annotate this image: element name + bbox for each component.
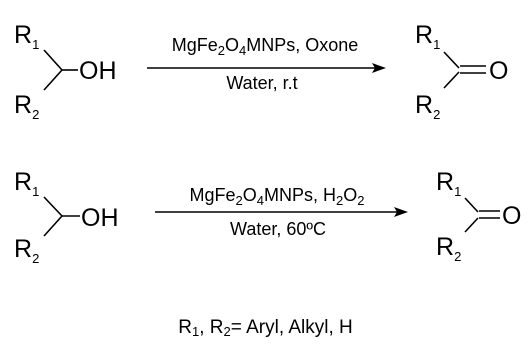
product-1-bond-r1 xyxy=(443,51,460,69)
arrow-1: MgFe2O4MNPs, Oxone Water, r.t xyxy=(147,35,386,93)
arrow-1-conditions-bottom: Water, r.t xyxy=(226,73,297,93)
reaction-2: R1 R2 OH MgFe2O4MNPs, H2O2 Water, 60ºC R… xyxy=(14,168,521,266)
reactant-1-r1: R1 xyxy=(14,21,39,52)
reactant-1-r2: R2 xyxy=(14,91,39,122)
reactant-2-bond-r2 xyxy=(43,215,63,237)
reactant-1-bond-r1 xyxy=(43,49,63,71)
reactant-2: R1 R2 OH xyxy=(14,168,119,266)
reactant-2-r1: R1 xyxy=(14,168,39,199)
product-2: R1 R2 O xyxy=(436,168,521,264)
product-2-bond-r2 xyxy=(464,217,479,233)
product-2-r2: R2 xyxy=(436,233,461,264)
reactant-1-bond-r2 xyxy=(43,69,63,91)
product-2-bond-r1 xyxy=(464,197,479,213)
product-2-r1: R1 xyxy=(436,168,461,199)
reactant-2-oh: OH xyxy=(81,204,119,232)
product-1-oxygen: O xyxy=(489,57,508,85)
arrow-1-head xyxy=(372,63,386,73)
arrow-2-head xyxy=(394,207,408,217)
product-2-oxygen: O xyxy=(502,202,521,230)
product-1: R1 R2 O xyxy=(415,21,508,122)
reactant-2-r2: R2 xyxy=(14,235,39,266)
arrow-1-conditions-top: MgFe2O4MNPs, Oxone xyxy=(172,35,359,58)
reactant-2-bond-r1 xyxy=(43,196,63,217)
arrow-2-conditions-bottom: Water, 60ºC xyxy=(230,219,326,239)
substituent-legend: R1, R2= Aryl, Alkyl, H xyxy=(178,317,353,339)
arrow-2-conditions-top: MgFe2O4MNPs, H2O2 xyxy=(190,185,365,208)
reactant-1: R1 R2 OH xyxy=(14,21,117,122)
product-1-r2: R2 xyxy=(415,91,440,122)
reaction-1: R1 R2 OH MgFe2O4MNPs, Oxone Water, r.t R… xyxy=(14,21,508,122)
reactant-1-oh: OH xyxy=(79,57,117,85)
product-1-bond-r2 xyxy=(443,71,460,89)
arrow-2: MgFe2O4MNPs, H2O2 Water, 60ºC xyxy=(155,185,408,239)
product-1-r1: R1 xyxy=(415,21,440,52)
